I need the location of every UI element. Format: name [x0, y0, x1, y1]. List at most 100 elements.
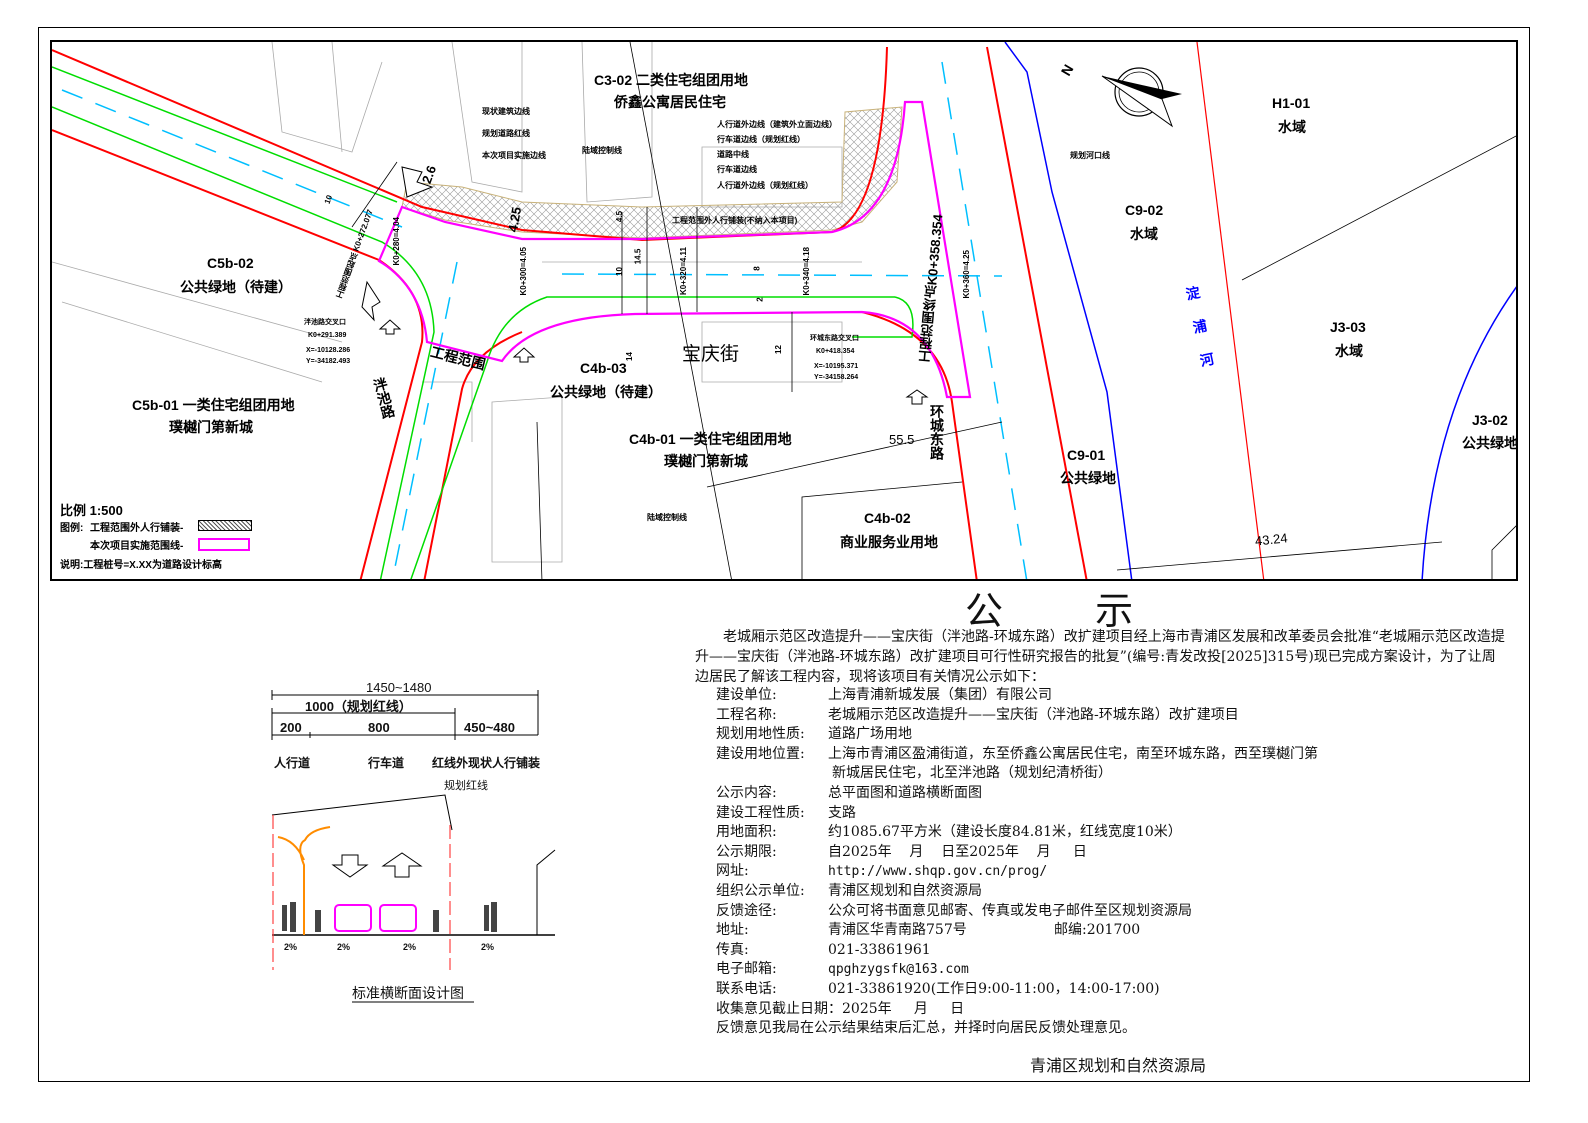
boundary-lines [351, 42, 1516, 579]
slope-2: 2% [337, 942, 351, 952]
river-boundary [1004, 42, 1516, 579]
field-row: 联系电话:021-33861920(工作日9:00-11:00，14:00-17… [716, 980, 1160, 999]
field-label: 网址: [716, 863, 749, 879]
site-plan-drawing [52, 42, 1516, 579]
callout-land-control-line: 陆域控制线 [582, 146, 622, 155]
red-line-width: 1000（规划红线） [305, 699, 412, 714]
field-row: 反馈途径:公众可将书面意见邮寄、传真或发电子邮件至区规划资源局 [716, 902, 1192, 921]
website-link[interactable]: http://www.shqp.gov.cn/prog/ [828, 864, 1048, 879]
deadline: 收集意见截止日期：2025年 月 日 [716, 1001, 965, 1017]
parcel-c4b-03-name: 公共绿地（待建） [550, 384, 662, 400]
field-label: 公示内容: [716, 785, 777, 801]
field-value: 青浦区华青南路757号 [828, 922, 967, 938]
project-scope-line [377, 100, 972, 399]
field-value: 青浦区规划和自然资源局 [828, 883, 982, 899]
callout-sidewalk-outer-red-line: 人行道外边线（规划红线） [717, 181, 813, 190]
parcel-c4b-03-code: C4b-03 [580, 360, 627, 376]
email-link[interactable]: qpghzygsfk@163.com [828, 962, 969, 977]
dimension-10-b: 10 [614, 267, 624, 276]
paving-note: 工程范围外人行铺装(不纳入本项目) [672, 216, 798, 225]
car-icons [334, 904, 417, 932]
slope-3: 2% [403, 942, 417, 952]
cross-section-caption: 标准横断面设计图 [352, 986, 464, 1002]
carriageway-edges [52, 66, 914, 579]
postcode: 邮编:201700 [1054, 922, 1141, 938]
legend-paving-swatch [198, 520, 252, 531]
sheet-frame [38, 27, 1530, 1082]
notice-title: 公 示 [965, 589, 1174, 633]
field-row: 规划用地性质:道路广场用地 [716, 725, 912, 744]
parcel-c9-02-code: C9-02 [1125, 202, 1164, 218]
parcel-c9-01-name: 公共绿地 [1060, 470, 1116, 486]
field-row: 公示期限:自2025年 月 日至2025年 月 日 [716, 843, 1087, 862]
parcel-c3-02-name: 侨鑫公寓居民住宅 [614, 94, 726, 110]
red-line-markers [272, 815, 451, 970]
huancheng-intersection-station: K0+418.354 [816, 348, 855, 355]
parcel-h1-01-code: H1-01 [1272, 95, 1311, 111]
field-row: 建设工程性质: 支路 [716, 804, 856, 823]
signature: 青浦区规划和自然资源局 [1030, 1056, 1207, 1075]
panchi-intersection-y: Y=-34182.493 [306, 358, 351, 365]
callout-land-control-line-2: 陆域控制线 [647, 513, 687, 522]
field-value: 上海青浦新城发展（集团）有限公司 [828, 687, 1052, 703]
field-label: 规划用地性质: [716, 726, 805, 742]
legend-note: 说明:工程桩号=X.XX为道路设计标高 [60, 560, 222, 571]
parcel-c9-01-code: C9-01 [1067, 447, 1106, 463]
center-line [61, 61, 1028, 579]
panchi-intersection-x: X=-10128.286 [306, 347, 351, 354]
fax-number: 021-33861961 [828, 942, 931, 958]
planned-red-line-label: 规划红线 [444, 779, 488, 792]
callout-existing-building-line: 现状建筑边线 [482, 107, 530, 116]
dimension-14: 14 [624, 352, 634, 361]
field-value: 约1085.67平方米（建设长度84.81米，红线宽度10米） [828, 824, 1182, 840]
road-name-baoqing-street: 宝庆街 [682, 344, 740, 365]
road-name-huancheng-east-road: 环城东路 [929, 404, 945, 460]
existing-buildings [52, 42, 862, 563]
callout-carriageway-edge: 行车道边线 [717, 165, 757, 174]
street-lamp-icon [277, 826, 331, 935]
parcel-c9-02-name: 水域 [1130, 226, 1158, 242]
field-row: 建设单位:上海青浦新城发展（集团）有限公司 [716, 686, 1052, 705]
panchi-intersection-name: 泮池路交叉口 [304, 319, 346, 326]
field-row: 传真:021-33861961 [716, 941, 931, 960]
slope-4: 2% [481, 942, 495, 952]
field-value: 公众可将书面意见邮寄、传真或发电子邮件至区规划资源局 [828, 903, 1192, 919]
parcel-c5b-02-code: C5b-02 [207, 255, 254, 271]
sidewalk-label: 人行道 [274, 756, 311, 770]
parcel-j3-03-code: J3-03 [1330, 319, 1366, 335]
dimension-55-5: 55.5 [889, 432, 915, 447]
dimension-8: 8 [752, 266, 762, 271]
callout-road-centerline: 道路中线 [717, 150, 749, 159]
field-row: 网址: http://www.shqp.gov.cn/prog/ [716, 862, 1047, 881]
field-row: 组织公示单位:青浦区规划和自然资源局 [716, 882, 982, 901]
callout-implementation-line: 本次项目实施边线 [482, 151, 546, 160]
cross-section-drawing [271, 690, 556, 1003]
field-label: 用地面积: [716, 824, 777, 840]
phone-number: 021-33861920(工作日9:00-11:00，14:00-17:00) [828, 981, 1160, 997]
parcel-c5b-01-name: 璞樾门第新城 [169, 419, 253, 435]
huancheng-intersection-x: X=-10195.371 [814, 363, 859, 370]
field-value: 支路 [828, 805, 856, 821]
field-value: 上海市青浦区盈浦街道，东至侨鑫公寓居民住宅，南至环城东路，西至璞樾门第 [828, 746, 1318, 762]
field-label: 公示期限: [716, 844, 777, 860]
parcel-c4b-02-code: C4b-02 [864, 510, 911, 526]
legend-title: 图例: [60, 523, 84, 534]
dimension-12: 12 [773, 345, 783, 354]
dimension-2: 2 [755, 297, 765, 302]
traffic-arrow-icons [361, 166, 929, 405]
legend-paving-label: 工程范围外人行铺装- [90, 523, 184, 534]
field-row: 地址:青浦区华青南路757号邮编:201700 [716, 921, 1140, 940]
closing-text: 反馈意见我局在公示结果结束后汇总，并择时向居民反馈处理意见。 [716, 1020, 1136, 1036]
dimension-4-5: 4.5 [615, 210, 625, 223]
station-k0-340: K0+340=4.18 [802, 247, 811, 296]
scale-label: 比例 1:500 [60, 503, 123, 518]
parcel-c5b-02-name: 公共绿地（待建） [180, 279, 292, 295]
field-label: 建设工程性质: [716, 805, 805, 821]
carriageway-width: 800 [368, 720, 390, 735]
callout-river-line: 规划河口线 [1070, 151, 1110, 160]
legend-scope-label: 本次项目实施范围线- [90, 541, 184, 552]
huancheng-intersection-name: 环城东路交叉口 [810, 335, 859, 342]
dimension-14-5: 14.5 [633, 248, 643, 265]
field-label: 电子邮箱: [716, 961, 777, 977]
outside-paving-label: 红线外现状人行铺装 [432, 756, 541, 770]
